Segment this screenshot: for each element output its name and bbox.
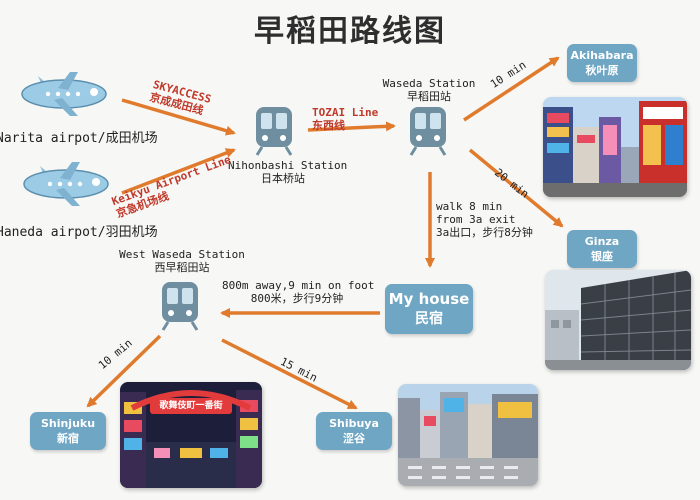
airplane-icon xyxy=(23,162,109,206)
airplane-icon xyxy=(21,72,107,116)
ginza-photo xyxy=(545,270,691,370)
haneda-airport-label: Haneda airpot/羽田机场 xyxy=(0,225,158,240)
kabukicho-sign: 歌舞伎町一番街 xyxy=(159,401,223,411)
arrow-narita-nihonbashi xyxy=(121,98,236,136)
arrow-waseda-akihabara xyxy=(463,56,560,122)
train-icon xyxy=(255,107,293,156)
train-icon xyxy=(161,282,199,331)
page-title: 早稻田路线图 xyxy=(254,14,446,49)
shibuya-photo xyxy=(398,384,538,486)
arrow-west-shibuya xyxy=(221,338,358,410)
akihabara-photo xyxy=(543,97,687,197)
train-icon xyxy=(409,107,447,156)
arrow-haneda-nihonbashi xyxy=(121,148,236,195)
arrow-waseda-ginza xyxy=(468,148,564,228)
arrow-nihonbashi-waseda xyxy=(307,121,396,132)
narita-airport-label: Narita airpot/成田机场 xyxy=(0,131,158,146)
arrow-west-shinjuku xyxy=(86,334,162,408)
shinjuku-photo: 歌舞伎町一番街 xyxy=(120,382,262,488)
